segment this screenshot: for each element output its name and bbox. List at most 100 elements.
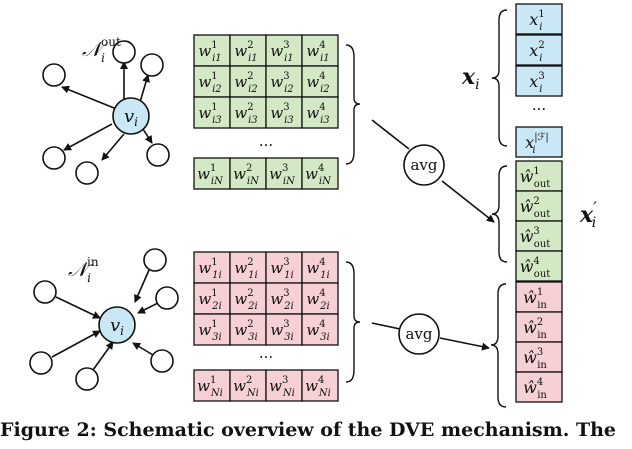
out-center-label: vi [124, 106, 138, 129]
x-vector-cell [515, 65, 563, 97]
out-neighbor-node-2 [112, 40, 136, 64]
in-edge-2 [134, 269, 150, 303]
in-avg-arrow [439, 337, 490, 351]
x-vector-cell [515, 126, 563, 158]
out-neighborhood-graph: vi 𝒩iout [42, 35, 170, 185]
in-avg-node [398, 313, 440, 355]
out-matrix-cell [301, 34, 339, 67]
in-matrix-cell [301, 282, 339, 315]
out-avg-node [403, 144, 445, 186]
figure-caption: Figure 2: Schematic overview of the DVE … [0, 419, 616, 441]
out-vector-cell [515, 220, 563, 252]
out-neighbor-node-5 [75, 161, 99, 185]
in-neighbor-node-2 [143, 248, 167, 272]
in-neighborhood-graph: vi 𝒩iin [29, 248, 179, 391]
in-edge-6 [132, 342, 154, 356]
out-edge-5 [101, 133, 125, 161]
out-matrix-cell [229, 65, 267, 98]
out-matrix-brace [345, 44, 361, 165]
x-vector-cell [515, 34, 563, 66]
in-matrix-cell [301, 369, 339, 402]
out-matrix-cell [301, 65, 339, 98]
in-neighbor-node-4 [29, 351, 53, 375]
out-vector-brace [491, 165, 508, 263]
in-edge-1 [55, 296, 101, 319]
out-neighbor-node-4 [42, 146, 66, 170]
out-matrix-cell [265, 34, 303, 67]
x-vector-cell [515, 3, 563, 35]
out-neighbor-node-3 [140, 53, 164, 77]
in-vector-brace [490, 283, 507, 408]
in-edge-3 [137, 302, 159, 314]
in-edge-5 [92, 341, 114, 371]
in-matrix-cell [229, 313, 267, 346]
out-neighbor-node-1 [42, 63, 66, 87]
in-matrix-cell [193, 313, 231, 346]
out-neighbor-node-6 [146, 143, 170, 167]
out-neighborhood-label: 𝒩iout [82, 35, 121, 65]
in-center-label: vi [110, 315, 124, 338]
in-matrix-cell [301, 313, 339, 346]
in-vector-cell [515, 341, 563, 373]
out-avg-arrow [441, 180, 495, 223]
out-aggregation: avg [371, 119, 495, 223]
out-matrix-cell [265, 96, 303, 129]
in-matrix-ellipsis: ... [259, 344, 273, 362]
in-aggregation: avg [371, 313, 490, 355]
in-matrix-cell [193, 369, 231, 402]
out-matrix-cell [229, 34, 267, 67]
in-neighbor-node-6 [150, 349, 174, 373]
out-matrix-cell [301, 157, 339, 190]
in-matrix-cell [193, 282, 231, 315]
out-avg-label: avg [410, 156, 437, 174]
in-matrix-cell [229, 282, 267, 315]
in-center-node [98, 306, 136, 344]
x-vector-label: xi [461, 64, 480, 93]
out-matrix-cell [193, 96, 231, 129]
in-matrix-cell [229, 251, 267, 284]
out-matrix-cell [229, 96, 267, 129]
out-vector-cell [515, 160, 563, 192]
out-matrix-cell [193, 157, 231, 190]
out-to-avg-line [371, 119, 410, 150]
x-prime-label: x′i [579, 198, 597, 231]
in-vector-cell [515, 311, 563, 343]
out-matrix-cell [301, 96, 339, 129]
in-matrix-brace [345, 261, 361, 383]
in-avg-label: avg [405, 325, 432, 343]
out-matrix-cell [193, 65, 231, 98]
